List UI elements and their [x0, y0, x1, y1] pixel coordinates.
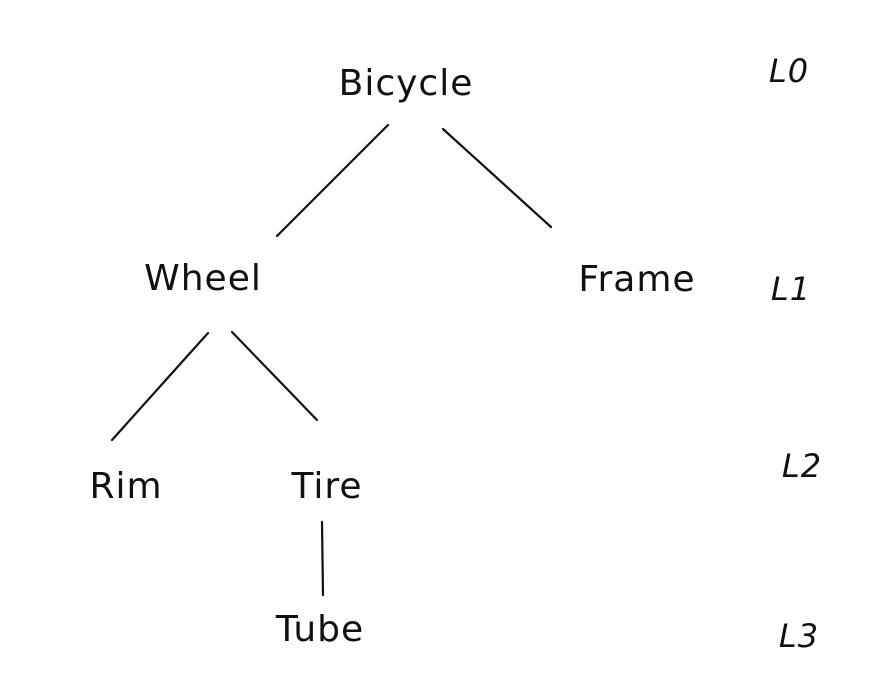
edge-wheel-tire [230, 330, 319, 422]
edge-bicycle-frame [441, 127, 553, 229]
node-rim: Rim [89, 466, 163, 507]
level-label-l2: L2 [781, 447, 823, 485]
node-bicycle: Bicycle [338, 63, 474, 104]
edge-wheel-rim [110, 331, 210, 442]
level-label-l0: L0 [768, 52, 810, 90]
level-label-l3: L3 [778, 617, 820, 655]
node-tire: Tire [291, 466, 363, 507]
node-wheel: Wheel [144, 258, 262, 299]
level-label-l1: L1 [770, 270, 812, 308]
node-tube: Tube [275, 609, 365, 650]
edge-bicycle-wheel [275, 123, 390, 238]
edge-tire-tube [320, 520, 325, 597]
node-frame: Frame [578, 259, 696, 300]
